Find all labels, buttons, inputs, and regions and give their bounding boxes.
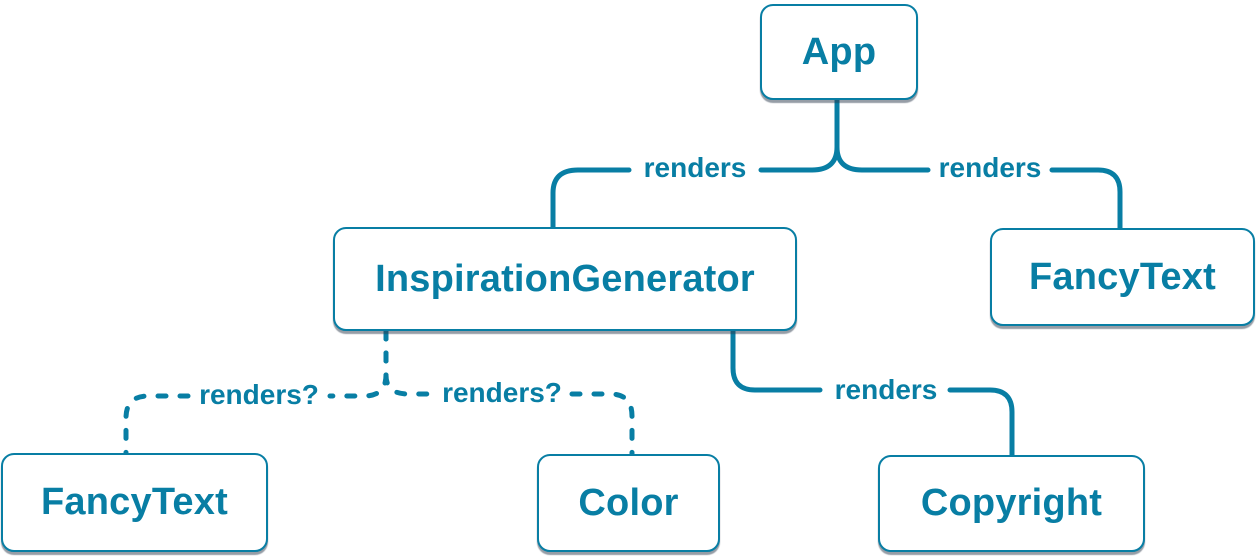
node-app: App [760, 4, 918, 100]
node-color: Color [537, 454, 720, 552]
node-color-label: Color [578, 481, 679, 524]
edge-inspirationgenerator-copyright [730, 328, 1015, 458]
edge-label-renders-right: renders [938, 152, 1042, 183]
edge-label-renders-maybe-left: renders? [199, 379, 319, 410]
node-copyright: Copyright [878, 455, 1145, 552]
node-inspiration-generator-label: InspirationGenerator [375, 257, 755, 300]
node-copyright-label: Copyright [920, 482, 1103, 524]
node-fancy-text-bottom-label: FancyText [41, 481, 228, 523]
node-inspiration-generator: InspirationGenerator [333, 227, 797, 331]
node-app-label: App [801, 30, 877, 73]
edge-inspirationgenerator-color [383, 328, 635, 458]
edge-label-renders-left: renders [643, 152, 747, 183]
edge-label-renders-bottom: renders [834, 374, 938, 405]
edge-label-renders-maybe-right: renders? [442, 377, 562, 408]
edge-app-fancytext [834, 97, 1123, 231]
node-fancy-text-bottom: FancyText [1, 453, 268, 552]
node-fancy-text-top: FancyText [990, 228, 1255, 326]
node-fancy-text-top-label: FancyText [1029, 255, 1216, 298]
